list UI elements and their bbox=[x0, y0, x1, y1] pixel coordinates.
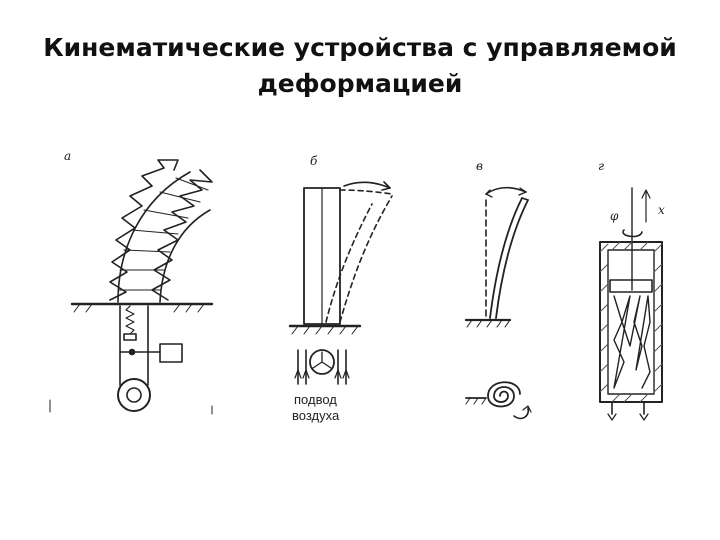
axis-phi-label: φ bbox=[610, 209, 619, 223]
title-line-2: деформацией bbox=[257, 69, 463, 98]
panel-a: а bbox=[49, 149, 214, 415]
spiral-rotation-arrow bbox=[513, 407, 530, 420]
cylinder-outer bbox=[599, 241, 663, 403]
spiral-rotation-arrowhead bbox=[522, 405, 532, 413]
spring-cap bbox=[123, 333, 137, 341]
strip-edge-2 bbox=[495, 199, 529, 319]
air-caption-line-1: подвод bbox=[294, 392, 337, 407]
spine-right bbox=[159, 209, 211, 303]
port-arrows bbox=[607, 413, 649, 421]
air-lines bbox=[297, 349, 347, 385]
x-arrowhead bbox=[641, 189, 651, 199]
strip-tip bbox=[521, 197, 529, 201]
actuator-box bbox=[159, 343, 183, 363]
air-caption-line-2: воздуха bbox=[292, 408, 340, 423]
bend-arrow bbox=[485, 186, 527, 195]
spring bbox=[125, 305, 135, 335]
panel-g: г φ x bbox=[598, 159, 665, 421]
helix-coil-outer bbox=[109, 159, 179, 301]
phi-rotation bbox=[622, 229, 643, 238]
wall-hatching bbox=[599, 241, 663, 403]
spine-left bbox=[117, 171, 191, 303]
deflection-arrowhead bbox=[381, 181, 391, 191]
joint-dot bbox=[128, 348, 136, 356]
base-hatching bbox=[73, 303, 205, 313]
distributor-vanes bbox=[312, 351, 332, 369]
panel-g-label: г bbox=[598, 159, 604, 173]
pulley-inner bbox=[126, 387, 142, 403]
deflection-arrow bbox=[343, 181, 391, 189]
spiral-spring bbox=[487, 381, 521, 408]
bend-arrowheads bbox=[485, 187, 527, 198]
panel-v: в bbox=[464, 159, 532, 420]
ground-hatching bbox=[291, 325, 359, 335]
air-arrows bbox=[294, 369, 350, 379]
spiral-mount-hatching bbox=[465, 397, 487, 405]
helical-spring bbox=[613, 295, 651, 389]
title-line-1: Кинематические устройства с управляемой bbox=[43, 33, 677, 62]
slide-title: Кинематические устройства с управляемой … bbox=[0, 30, 720, 102]
strip-edge-1 bbox=[489, 197, 523, 319]
deflection-right bbox=[339, 195, 393, 323]
panel-v-label: в bbox=[476, 159, 483, 173]
panel-b-label: б bbox=[310, 154, 318, 168]
piston bbox=[609, 279, 653, 293]
helix-rungs bbox=[117, 177, 209, 291]
deflection-top bbox=[339, 189, 393, 195]
deflection-left bbox=[325, 203, 373, 323]
pulley-outer bbox=[117, 378, 151, 412]
panel-a-label: а bbox=[64, 149, 71, 163]
panel-b: б подвод воздуха bbox=[288, 154, 393, 423]
strip-base-hatching bbox=[466, 319, 511, 328]
air-distributor bbox=[309, 349, 335, 375]
cylinder-inner bbox=[607, 249, 655, 395]
axis-x-label: x bbox=[658, 203, 665, 217]
